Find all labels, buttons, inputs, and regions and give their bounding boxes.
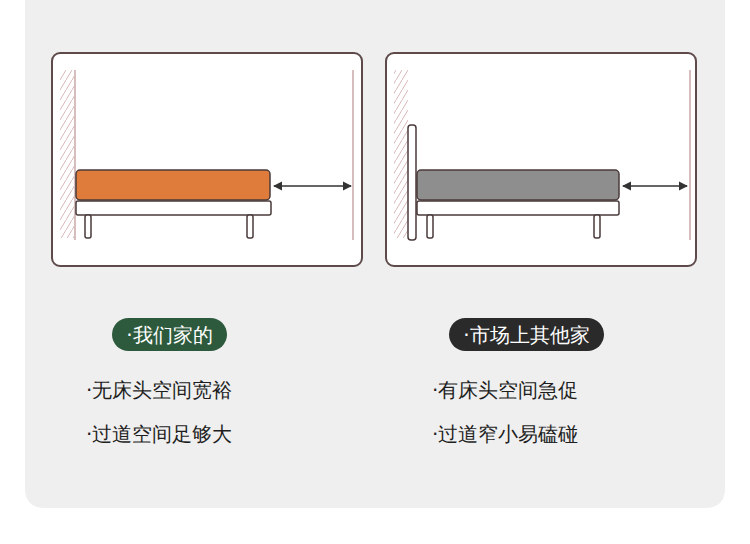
feature-text: ·过道窄小易磕碰 [432,422,578,446]
feature-text: ·过道空间足够大 [86,422,232,446]
badge-pill: ·市场上其他家 [449,318,604,351]
other-bed-scene [386,53,696,266]
badge-text: ·市场上其他家 [463,325,589,345]
feature-text: ·有床头空间急促 [432,378,578,402]
our-bed-scene [52,53,362,266]
feature-text: ·无床头空间宽裕 [86,378,232,402]
background-panel [25,0,725,508]
badge-pill: ·我们家的 [112,318,227,351]
badge-text: ·我们家的 [126,325,212,345]
